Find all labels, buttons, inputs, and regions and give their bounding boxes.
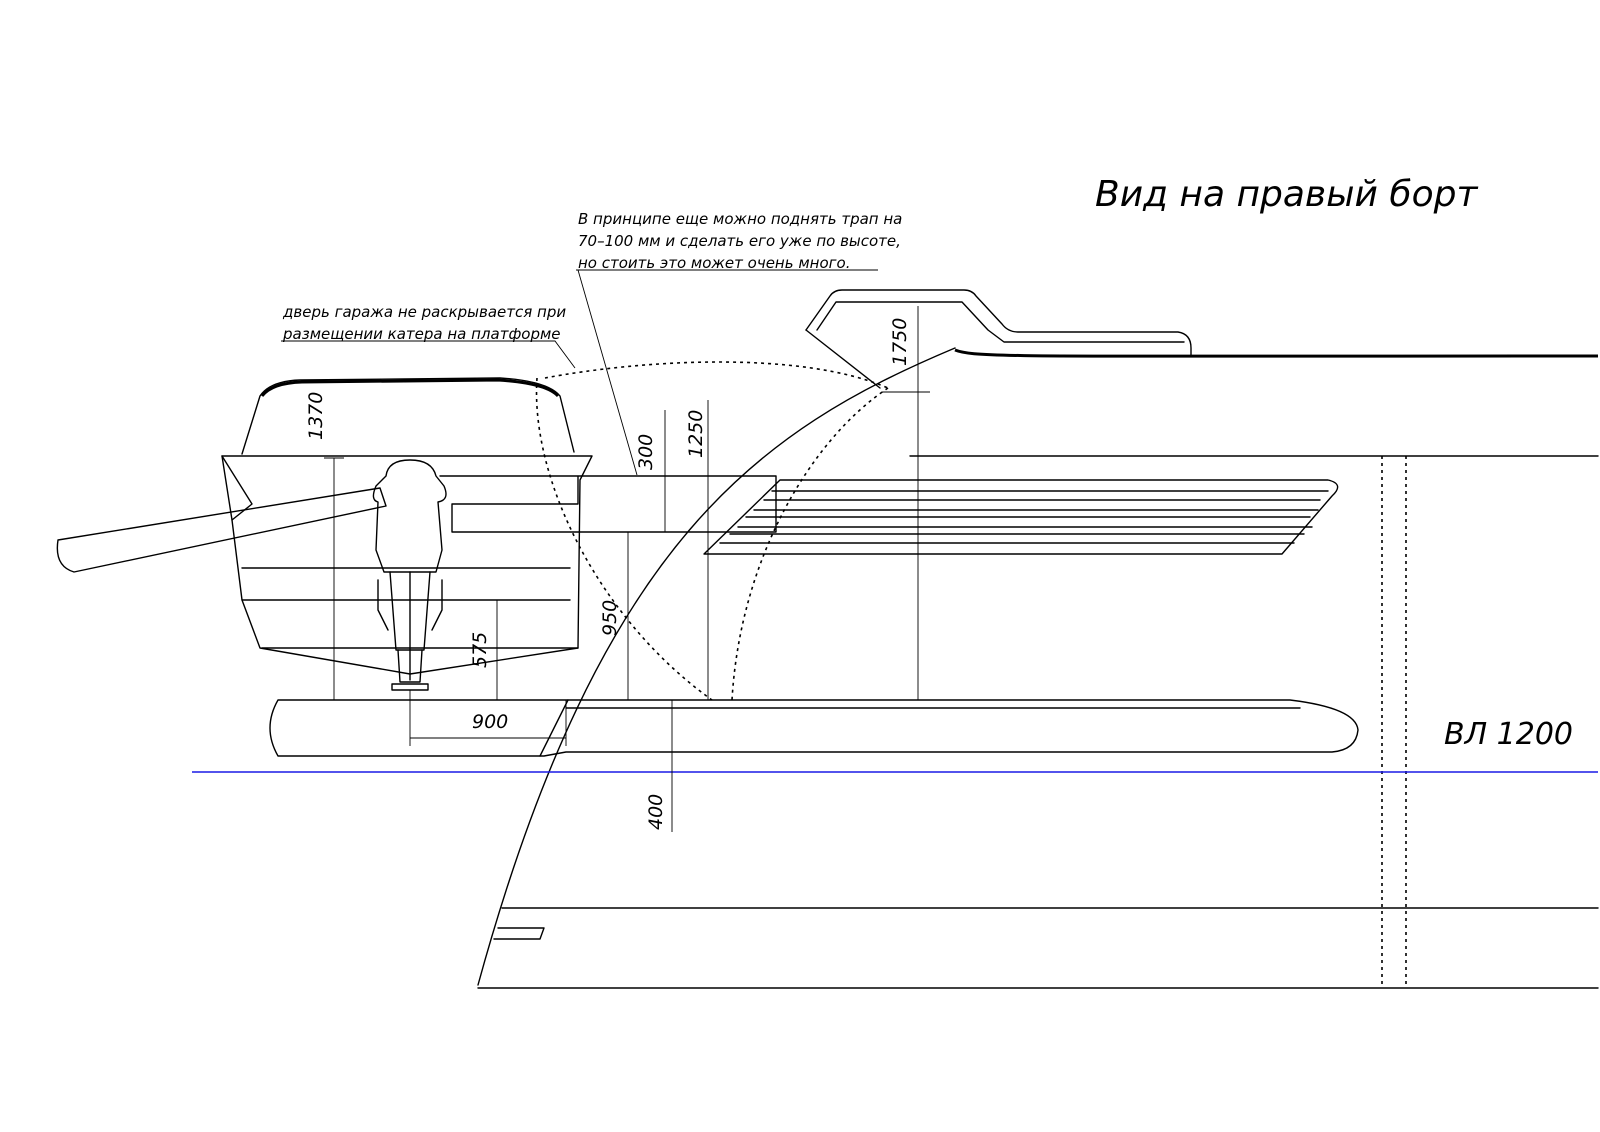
motor-propeller — [391, 683, 429, 691]
garage-note: дверь гаража не раскрывается при размеще… — [281, 303, 576, 369]
ladder-note-line-3: но стоить это может очень много. — [578, 254, 850, 272]
motor-cowl — [372, 459, 447, 573]
boat-hull — [221, 455, 593, 675]
hull-stern-curve — [477, 347, 956, 986]
motor-skeg — [397, 649, 423, 683]
boat-davit-arm — [56, 487, 387, 573]
waterline-label: ВЛ 1200 — [1444, 717, 1573, 752]
handrail-inner — [816, 301, 1185, 343]
dim-1750-label: 1750 — [889, 318, 911, 366]
boat-bow — [221, 455, 253, 521]
dim-400-label: 400 — [645, 794, 667, 830]
motor-bracket — [377, 579, 443, 631]
platform-step-edge — [539, 699, 569, 757]
tender-boat — [56, 377, 777, 675]
dim-1250-label: 1250 — [685, 410, 707, 458]
dimension-lines: 1370 300 1250 1750 950 575 900 400 — [305, 306, 930, 832]
garage-note-line-1: дверь гаража не раскрывается при — [282, 303, 566, 321]
ladder-note-line-1: В принципе еще можно поднять трап на — [578, 210, 902, 228]
yacht-hull — [477, 347, 1599, 989]
ladder-note-line-2: 70–100 мм и сделать его уже по высоте, — [578, 232, 901, 250]
ladder-note-leader — [577, 269, 638, 476]
dim-950-label: 950 — [599, 600, 621, 636]
boarding-ladder — [703, 479, 1339, 555]
ladder-note: В принципе еще можно поднять трап на 70–… — [576, 210, 902, 476]
swim-platform — [269, 699, 1359, 757]
boat-deck — [439, 475, 777, 533]
boat-windshield-top — [260, 378, 560, 398]
boat-windshield — [241, 377, 575, 455]
hull-slot-detail — [493, 927, 545, 940]
dim-900-label: 900 — [472, 711, 508, 733]
deck-edge-line — [954, 348, 1599, 358]
garage-door-swing-arc — [544, 361, 889, 389]
handrail-post — [805, 329, 881, 389]
garage-note-line-2: размещении катера на платформе — [282, 325, 561, 343]
dim-1370-label: 1370 — [305, 392, 327, 440]
garage-door-swing-arc-2 — [731, 387, 889, 701]
dim-575-label: 575 — [469, 632, 491, 668]
platform-outline — [269, 699, 1359, 757]
dim-300-label: 300 — [635, 434, 657, 470]
garage-note-leader — [281, 340, 576, 369]
outboard-motor — [372, 459, 447, 691]
drawing-title: Вид на правый борт — [1095, 174, 1478, 215]
handrail — [805, 289, 1192, 356]
